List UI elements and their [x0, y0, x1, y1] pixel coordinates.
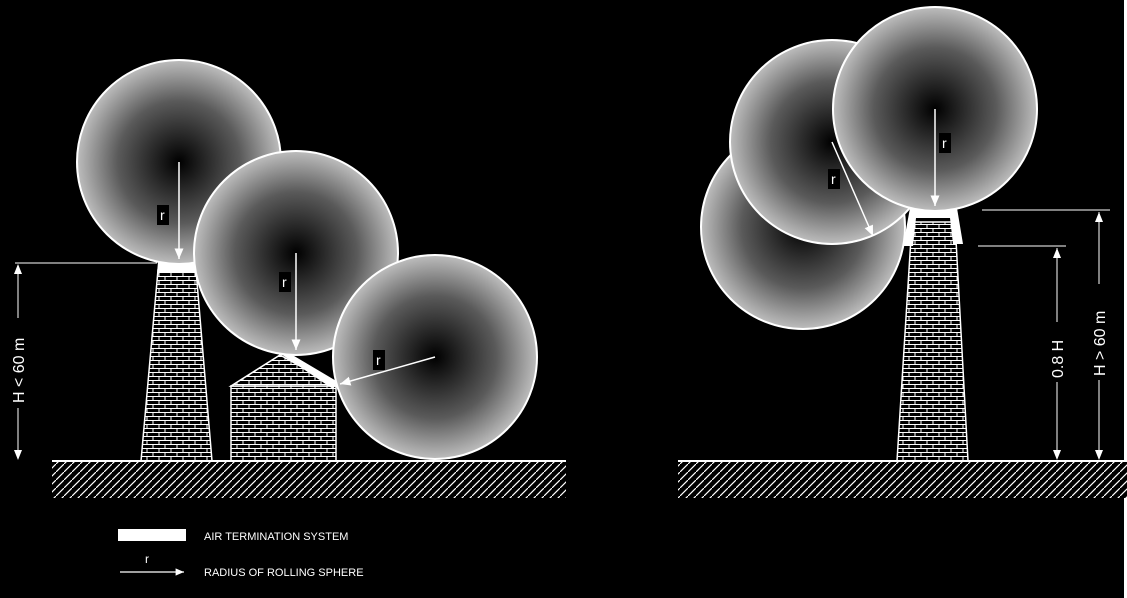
height-arrow-top	[14, 264, 22, 274]
air-termination-symbol	[118, 529, 186, 541]
left-diagram: r r r H < 60 m	[9, 59, 566, 498]
radius-label: RADIUS OF ROLLING SPHERE	[204, 567, 364, 579]
air-termination-chimney-left	[157, 262, 197, 273]
radius-label-5: r	[831, 171, 836, 187]
air-termination-label: AIR TERMINATION SYSTEM	[204, 531, 348, 543]
radius-label-3: r	[376, 352, 381, 368]
radius-label-2: r	[282, 274, 287, 290]
radius-label-bg-6	[939, 133, 951, 153]
radius-arrow-3	[339, 356, 436, 386]
height-arrow-bottom	[14, 450, 22, 460]
height-label-bg	[9, 318, 27, 408]
house-roof	[228, 354, 339, 387]
height-label-left: H < 60 m	[11, 338, 28, 403]
outer-arrow-top	[1095, 212, 1103, 222]
radius-label-bg-5	[828, 169, 840, 189]
inner-arrow-top	[1053, 248, 1061, 258]
legend: AIR TERMINATION SYSTEM r RADIUS OF ROLLI…	[118, 529, 364, 579]
height-label-outer: H > 60 m	[1092, 311, 1109, 376]
radius-arrow-5	[831, 141, 874, 237]
house-body	[230, 385, 337, 462]
radius-label-bg-1	[157, 205, 169, 225]
inner-arrow-bottom	[1053, 450, 1061, 460]
air-termination-chimney-right	[903, 208, 963, 246]
ground-right	[678, 461, 1127, 498]
ground-left	[52, 461, 566, 498]
height-label-inner: 0.8 H	[1050, 340, 1067, 378]
right-diagram: r r 0.8 H H > 60 m	[678, 6, 1127, 498]
radius-label-1: r	[160, 207, 165, 223]
outer-label-bg	[1090, 284, 1108, 380]
legend-radius-symbol: r	[145, 552, 149, 566]
radius-label-6: r	[942, 135, 947, 151]
inner-label-bg	[1048, 322, 1066, 382]
radius-label-bg-2	[279, 272, 291, 292]
air-termination-roof	[278, 350, 338, 389]
chimney-left	[140, 269, 213, 462]
chimney-right	[896, 221, 969, 462]
outer-arrow-bottom	[1095, 450, 1103, 460]
radius-label-bg-3	[373, 350, 385, 370]
